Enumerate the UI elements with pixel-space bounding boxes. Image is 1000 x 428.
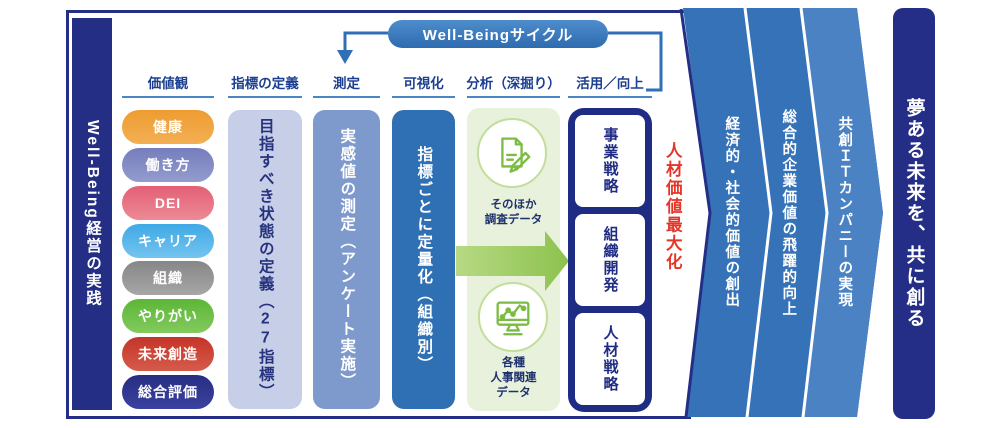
analysis-panel: そのほか 調査データ 各種 人事関連 データ — [467, 108, 560, 411]
application-cell-organization: 組織開発 — [575, 214, 645, 306]
application-cell-business: 事業戦略 — [575, 115, 645, 207]
column-header-values: 価値観 — [122, 72, 214, 98]
measurement-box: 実感値の測定（アンケート実施） — [313, 110, 380, 409]
value-pill-dei-label: DEI — [154, 194, 182, 211]
monitor-chart-icon — [496, 301, 530, 336]
value-pill-overall: 総合評価 — [122, 374, 214, 409]
chevron-band-2-label: 総合的企業価値の飛躍的向上 — [780, 109, 797, 317]
application-cell-talent-label: 人材戦略 — [601, 325, 619, 393]
cycle-pill-label: Well-Beingサイクル — [422, 26, 574, 44]
hr-data-circle — [478, 282, 548, 352]
left-title-label: Well-Being経営の実践 — [84, 120, 101, 308]
chevron-band-3-label-wrap: 共創ＩＴカンパニーの実現 — [830, 92, 858, 332]
value-pill-organization: 組織 — [122, 261, 214, 296]
column-header-measurement-label: 測定 — [333, 76, 360, 91]
chevron-band-1-label-wrap: 経済的・社会的価値の創出 — [717, 92, 745, 332]
value-pill-overall-label: 総合評価 — [138, 383, 198, 400]
application-box: 事業戦略 組織開発 人材戦略 — [568, 108, 652, 412]
value-pill-future-label: 未来創造 — [138, 346, 198, 363]
value-pill-organization-label: 組織 — [153, 270, 183, 287]
vision-block: 夢ある未来を、共に創る — [893, 8, 935, 419]
value-pill-list: 健康 働き方 DEI キャリア 組織 やりがい 未来創造 総合評価 — [122, 110, 214, 409]
value-pill-workstyle-label: 働き方 — [145, 156, 191, 173]
outcome-text: 人材価値最大化 — [659, 142, 685, 292]
column-header-values-label: 価値観 — [147, 76, 189, 91]
value-pill-motivation: やりがい — [122, 299, 214, 334]
column-header-visualization: 可視化 — [392, 72, 455, 98]
cycle-pill: Well-Beingサイクル — [388, 20, 608, 48]
measurement-box-label: 実感値の測定（アンケート実施） — [338, 128, 356, 391]
chevron-band-2-label-wrap: 総合的企業価値の飛躍的向上 — [774, 88, 802, 338]
application-cell-organization-label: 組織開発 — [601, 226, 619, 294]
column-header-measurement: 測定 — [313, 72, 380, 98]
value-pill-future: 未来創造 — [122, 337, 214, 372]
chevron-band-1-label: 経済的・社会的価値の創出 — [723, 116, 740, 308]
visualization-box: 指標ごとに定量化（組織別） — [392, 110, 455, 409]
column-header-visualization-label: 可視化 — [403, 76, 444, 91]
column-header-application: 活用／向上 — [568, 72, 652, 98]
vision-block-label: 夢ある未来を、共に創る — [903, 98, 925, 329]
value-pill-dei: DEI — [122, 185, 214, 220]
survey-data-circle — [477, 118, 547, 188]
definition-box-label: 目指すべき状態の定義（27指標） — [256, 118, 274, 401]
application-cell-talent: 人材戦略 — [575, 313, 645, 405]
chevron-separator-1 — [743, 7, 773, 418]
left-title-bar: Well-Being経営の実践 — [72, 18, 112, 410]
value-pill-health: 健康 — [122, 110, 214, 144]
definition-box: 目指すべき状態の定義（27指標） — [228, 110, 302, 409]
document-pencil-icon — [501, 137, 531, 173]
survey-data-label: そのほか 調査データ — [484, 199, 543, 226]
column-header-definition: 指標の定義 — [228, 72, 302, 98]
column-header-definition-label: 指標の定義 — [231, 76, 299, 91]
value-pill-career: キャリア — [122, 223, 214, 258]
value-pill-career-label: キャリア — [138, 232, 198, 249]
chevron-band-3-label: 共創ＩＴカンパニーの実現 — [836, 116, 853, 308]
visualization-box-label: 指標ごとに定量化（組織別） — [415, 145, 433, 374]
value-pill-workstyle: 働き方 — [122, 147, 214, 182]
application-cell-business-label: 事業戦略 — [601, 127, 619, 195]
column-header-application-label: 活用／向上 — [576, 76, 644, 91]
hr-data-label: 各種 人事関連 データ — [490, 357, 537, 399]
value-pill-motivation-label: やりがい — [138, 308, 198, 325]
chevron-separator-2 — [799, 7, 829, 418]
value-pill-health-label: 健康 — [153, 119, 183, 135]
column-header-analysis-label: 分析（深掘り） — [466, 76, 561, 91]
outcome-text-label: 人材価値最大化 — [663, 142, 682, 272]
column-header-analysis: 分析（深掘り） — [466, 72, 561, 98]
